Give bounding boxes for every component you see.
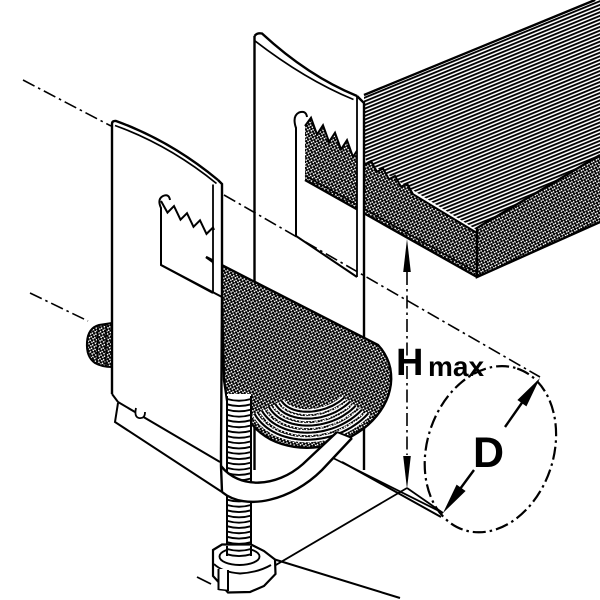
svg-text:max: max — [428, 351, 484, 382]
svg-text:H: H — [396, 342, 423, 384]
svg-text:D: D — [473, 429, 504, 477]
